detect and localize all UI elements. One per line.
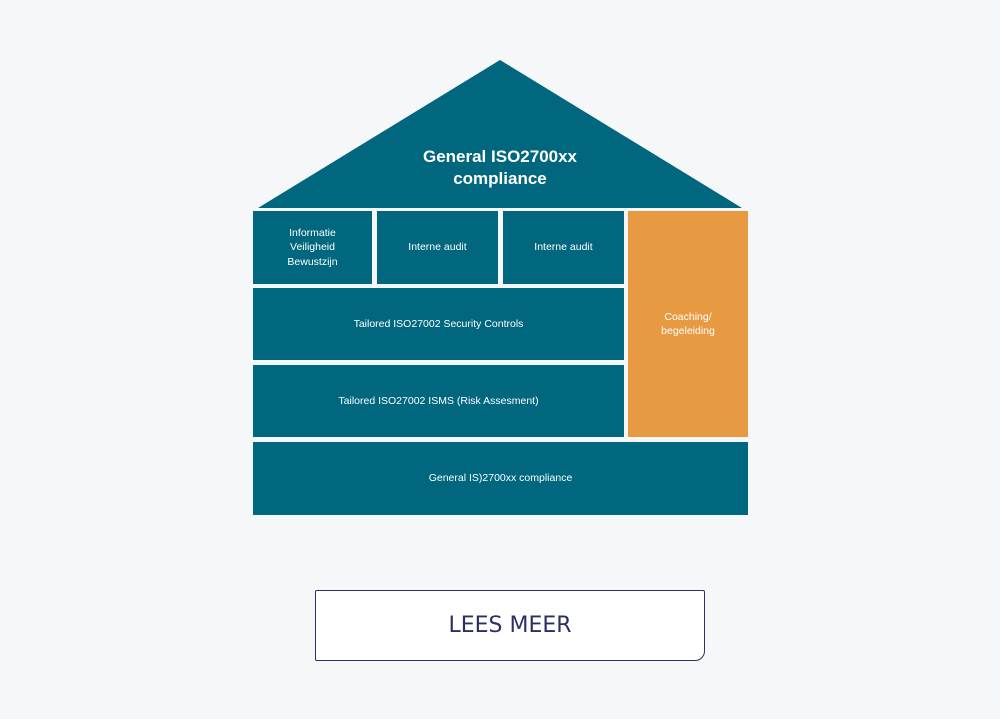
block-security-controls: Tailored ISO27002 Security Controls	[253, 288, 624, 360]
block-informatie-veiligheid-bewustzijn: Informatie Veiligheid Bewustzijn	[253, 211, 372, 284]
roof-shape	[258, 60, 742, 208]
block-isms-risk-assessment: Tailored ISO27002 ISMS (Risk Assesment)	[253, 365, 624, 437]
block-interne-audit-2: Interne audit	[503, 211, 624, 284]
block-foundation-compliance: General IS)2700xx compliance	[253, 442, 748, 515]
roof-title: General ISO2700xx compliance	[422, 147, 578, 188]
block-interne-audit-1: Interne audit	[377, 211, 498, 284]
lees-meer-button[interactable]: LEES MEER	[315, 590, 705, 661]
block-coaching-begeleiding: Coaching/ begeleiding	[628, 211, 748, 437]
